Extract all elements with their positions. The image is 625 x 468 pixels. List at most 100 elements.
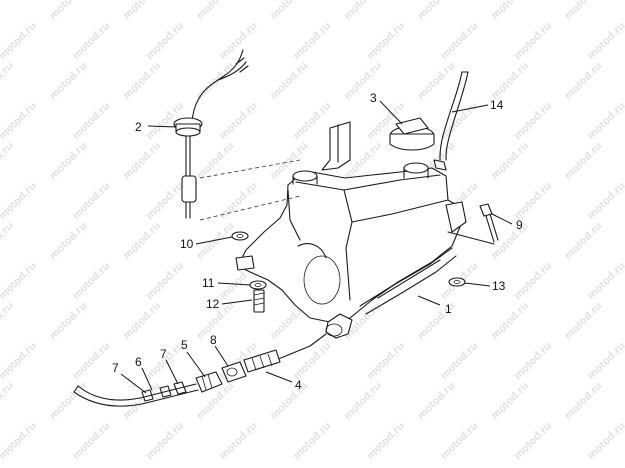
watermark-text: motod.ru bbox=[217, 20, 259, 62]
vent-hose bbox=[439, 71, 469, 161]
watermark-text: motod.ru bbox=[512, 420, 554, 462]
watermark-text: motod.ru bbox=[415, 0, 457, 22]
watermark-text: motod.ru bbox=[194, 0, 236, 22]
washer-part-10 bbox=[231, 231, 249, 241]
watermark-text: motod.ru bbox=[291, 420, 333, 462]
watermark-text: motod.ru bbox=[121, 220, 163, 262]
watermark-text: motod.ru bbox=[512, 340, 554, 382]
watermark-text: motod.ru bbox=[512, 180, 554, 222]
callout-1: 1 bbox=[445, 302, 452, 316]
callout-13: 13 bbox=[492, 279, 506, 293]
watermark-text: motod.ru bbox=[438, 20, 480, 62]
callout-10: 10 bbox=[180, 237, 194, 251]
watermark-text: motod.ru bbox=[585, 100, 625, 142]
watermark-text: motod.ru bbox=[0, 340, 39, 382]
watermark-text: motod.ru bbox=[438, 340, 480, 382]
watermark-text: motod.ru bbox=[0, 140, 16, 182]
fitting-part-5 bbox=[195, 371, 223, 393]
watermark-text: motod.ru bbox=[70, 260, 112, 302]
watermark-text: motod.ru bbox=[562, 140, 604, 182]
callout-7-right: 7 bbox=[160, 347, 167, 361]
watermark-text: motod.ru bbox=[0, 60, 16, 102]
watermark-text: motod.ru bbox=[489, 0, 531, 22]
outlet-pipe bbox=[243, 333, 327, 373]
watermark-text: motod.ru bbox=[489, 300, 531, 342]
bolt-part-9 bbox=[479, 203, 499, 243]
watermark-text: motod.ru bbox=[562, 0, 604, 22]
watermark-text: motod.ru bbox=[365, 420, 407, 462]
watermark-text: motod.ru bbox=[70, 100, 112, 142]
assembly-guide-line bbox=[199, 159, 301, 179]
watermark-text: motod.ru bbox=[562, 380, 604, 422]
callout-8: 8 bbox=[210, 333, 217, 347]
watermark-text: motod.ru bbox=[489, 380, 531, 422]
watermark-text: motod.ru bbox=[0, 180, 39, 222]
washer-part-11 bbox=[249, 280, 267, 290]
watermark-text: motod.ru bbox=[70, 20, 112, 62]
watermark-text: motod.ru bbox=[562, 300, 604, 342]
watermark-text: motod.ru bbox=[291, 100, 333, 142]
watermark-text: motod.ru bbox=[0, 100, 39, 142]
watermark-text: motod.ru bbox=[121, 140, 163, 182]
watermark-text: motod.ru bbox=[47, 220, 89, 262]
watermark-text: motod.ru bbox=[217, 420, 259, 462]
hose-clamp bbox=[141, 389, 154, 402]
watermark-text: motod.ru bbox=[512, 20, 554, 62]
watermark-text: motod.ru bbox=[562, 60, 604, 102]
watermark-text: motod.ru bbox=[512, 260, 554, 302]
fuel-tap bbox=[221, 361, 247, 383]
watermark-text: motod.ru bbox=[438, 420, 480, 462]
watermark-text: motod.ru bbox=[342, 380, 384, 422]
watermark-text: motod.ru bbox=[489, 140, 531, 182]
watermark-text: motod.ru bbox=[415, 60, 457, 102]
callout-3: 3 bbox=[370, 91, 377, 105]
watermark-text: motod.ru bbox=[415, 380, 457, 422]
watermark-text: motod.ru bbox=[0, 20, 39, 62]
watermark-text: motod.ru bbox=[144, 20, 186, 62]
watermark-text: motod.ru bbox=[0, 300, 16, 342]
watermark-text: motod.ru bbox=[291, 20, 333, 62]
assembly-guide-line bbox=[199, 195, 301, 221]
watermark-text: motod.ru bbox=[365, 340, 407, 382]
watermark-text: motod.ru bbox=[585, 260, 625, 302]
watermark-text: motod.ru bbox=[47, 60, 89, 102]
watermark-text: motod.ru bbox=[585, 340, 625, 382]
watermark-text: motod.ru bbox=[70, 420, 112, 462]
callout-11: 11 bbox=[202, 276, 215, 290]
watermark-text: motod.ru bbox=[268, 0, 310, 22]
callout-labels: 1 2 3 4 5 6 7 7 8 9 10 11 12 13 14 bbox=[112, 91, 523, 392]
watermark-text: motod.ru bbox=[144, 180, 186, 222]
callout-14: 14 bbox=[490, 98, 504, 112]
watermark-text: motod.ru bbox=[585, 20, 625, 62]
watermark-text: motod.ru bbox=[0, 0, 16, 22]
callout-5: 5 bbox=[181, 338, 188, 352]
watermark-text: motod.ru bbox=[291, 340, 333, 382]
watermark-text: motod.ru bbox=[47, 300, 89, 342]
watermark-text: motod.ru bbox=[0, 260, 39, 302]
fuel-level-sender bbox=[173, 49, 249, 219]
watermark-text: motod.ru bbox=[562, 220, 604, 262]
watermark-text: motod.ru bbox=[342, 60, 384, 102]
watermark-text: motod.ru bbox=[0, 380, 16, 422]
watermark-text: motod.ru bbox=[489, 60, 531, 102]
fuel-tank bbox=[235, 121, 495, 339]
watermark-text: motod.ru bbox=[342, 0, 384, 22]
watermark-text: motod.ru bbox=[268, 380, 310, 422]
watermark-text: motod.ru bbox=[438, 100, 480, 142]
watermark-text: motod.ru bbox=[0, 420, 39, 462]
watermark-text: motod.ru bbox=[121, 60, 163, 102]
leader-lines bbox=[120, 100, 513, 394]
watermark-text: motod.ru bbox=[268, 60, 310, 102]
tank-cap bbox=[389, 117, 435, 151]
watermark-text: motod.ru bbox=[217, 180, 259, 222]
watermark-text: motod.ru bbox=[121, 380, 163, 422]
watermark-text: motod.ru bbox=[70, 340, 112, 382]
watermark-text: motod.ru bbox=[121, 0, 163, 22]
washer-part-13 bbox=[448, 277, 466, 287]
callout-2: 2 bbox=[135, 120, 142, 134]
watermark-text: motod.ru bbox=[489, 220, 531, 262]
watermark-text: motod.ru bbox=[0, 220, 16, 262]
bolt-part-12 bbox=[253, 289, 265, 313]
watermark-text: motod.ru bbox=[365, 20, 407, 62]
